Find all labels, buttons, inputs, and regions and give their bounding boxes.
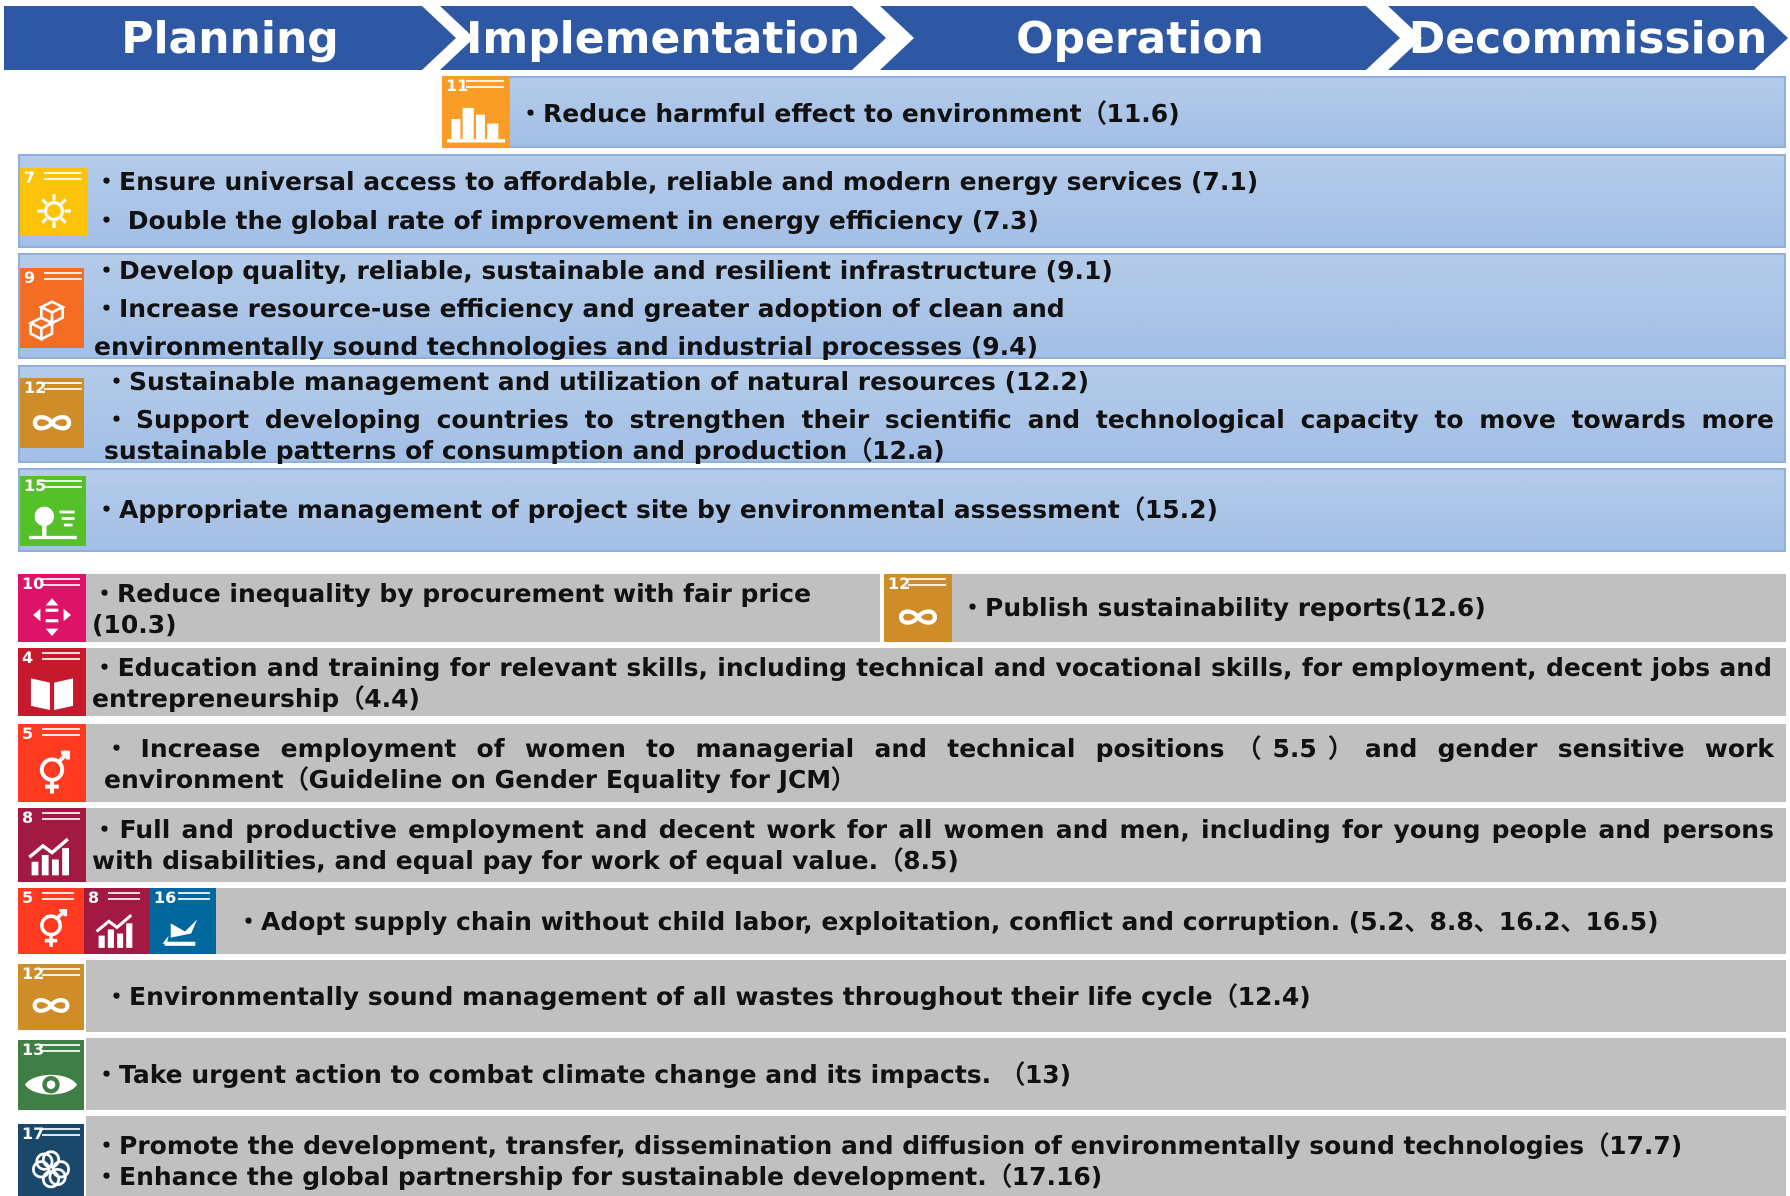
target-line: ・Take urgent action to combat climate ch… bbox=[94, 1060, 1072, 1089]
target-text-15: ・Appropriate management of project site … bbox=[94, 494, 1774, 525]
goal-number: 13 bbox=[22, 1040, 45, 1059]
goal-number: 8 bbox=[88, 888, 100, 907]
target-line: ・Education and training for relevant ski… bbox=[92, 653, 1772, 713]
target-text-10: ・Reduce inequality by procurement with f… bbox=[92, 578, 882, 640]
target-line: ・Reduce inequality by procurement with f… bbox=[92, 579, 812, 639]
target-line: ・Support developing countries to strengt… bbox=[104, 405, 1774, 465]
target-text-9: ・Develop quality, reliable, sustainable … bbox=[94, 255, 1774, 362]
goal-number: 12 bbox=[888, 574, 911, 593]
target-line: ・Appropriate management of project site … bbox=[94, 495, 1218, 524]
sdg12-icon: 12 bbox=[884, 574, 952, 642]
goal-number: 10 bbox=[22, 574, 45, 593]
goal-number: 16 bbox=[154, 888, 177, 907]
target-line: ・Full and productive employment and dece… bbox=[92, 815, 1774, 875]
sdg5-icon: 5 bbox=[18, 724, 86, 802]
sdg12-icon: 12 bbox=[18, 964, 84, 1030]
phase-implementation: Implementation bbox=[440, 6, 886, 70]
goal-number: 12 bbox=[22, 964, 45, 983]
sdg8-icon: 8 bbox=[84, 888, 150, 954]
goal-band-5 bbox=[86, 724, 1786, 802]
goal-number: 7 bbox=[24, 168, 36, 187]
target-line: ・Increase employment of women to manager… bbox=[104, 734, 1774, 794]
phase-label: Implementation bbox=[465, 12, 861, 64]
goal-band-17 bbox=[86, 1116, 1786, 1196]
sdg12-icon: 12 bbox=[20, 378, 84, 448]
sdg9-icon: 9 bbox=[20, 268, 84, 348]
target-text-8: ・Full and productive employment and dece… bbox=[92, 814, 1774, 876]
phase-planning: Planning bbox=[4, 6, 456, 70]
goal-band-11 bbox=[506, 76, 1786, 148]
sdg11-icon: 11 bbox=[442, 76, 510, 148]
target-line: ・Environmentally sound management of all… bbox=[104, 982, 1311, 1011]
target-line: ・Enhance the global partnership for sust… bbox=[94, 1162, 1103, 1191]
goal-band-12 bbox=[18, 365, 1786, 463]
target-line: ・Develop quality, reliable, sustainable … bbox=[94, 256, 1113, 285]
phase-label: Planning bbox=[121, 12, 339, 64]
sdg10-icon: 10 bbox=[18, 574, 86, 642]
target-text-supply-chain: ・Adopt supply chain without child labor,… bbox=[236, 906, 1776, 937]
target-line: ・Publish sustainability reports(12.6) bbox=[960, 593, 1486, 622]
target-line: environmentally sound technologies and i… bbox=[94, 332, 1038, 361]
sdg5-icon: 5 bbox=[18, 888, 84, 954]
sdg16-icon: 16 bbox=[150, 888, 216, 954]
goal-band-12-reports bbox=[950, 574, 1786, 642]
goal-band-7 bbox=[18, 154, 1786, 248]
sdg8-icon: 8 bbox=[18, 808, 86, 882]
goal-band-12-waste bbox=[86, 960, 1786, 1032]
goal-number: 12 bbox=[24, 378, 47, 397]
sdg17-icon: 17 bbox=[18, 1124, 84, 1196]
sdg7-icon: 7 bbox=[20, 168, 88, 236]
goal-number: 17 bbox=[22, 1124, 45, 1143]
target-text-12-reports: ・Publish sustainability reports(12.6) bbox=[960, 592, 1780, 623]
goal-number: 5 bbox=[22, 888, 34, 907]
goal-band-10 bbox=[86, 574, 880, 642]
target-text-4: ・Education and training for relevant ski… bbox=[92, 652, 1772, 714]
target-text-17: ・Promote the development, transfer, diss… bbox=[94, 1130, 1774, 1192]
target-line: ・Sustainable management and utilization … bbox=[104, 367, 1090, 396]
goal-number: 4 bbox=[22, 648, 34, 667]
sdg15-icon: 15 bbox=[20, 476, 86, 546]
target-line: ・Promote the development, transfer, diss… bbox=[94, 1131, 1683, 1160]
target-line: ・ Double the global rate of improvement … bbox=[94, 206, 1039, 235]
goal-number: 8 bbox=[22, 808, 34, 827]
goal-band-13 bbox=[86, 1038, 1786, 1110]
goal-number: 5 bbox=[22, 724, 34, 743]
target-line: ・Ensure universal access to affordable, … bbox=[94, 167, 1259, 196]
target-text-7: ・Ensure universal access to affordable, … bbox=[94, 166, 1774, 236]
goal-band-4 bbox=[86, 648, 1786, 716]
target-text-13: ・Take urgent action to combat climate ch… bbox=[94, 1059, 1774, 1090]
phase-label: Decommission bbox=[1408, 12, 1768, 64]
target-line: ・Increase resource-use efficiency and gr… bbox=[94, 294, 1065, 323]
phase-label: Operation bbox=[1016, 12, 1264, 64]
phase-decommission: Decommission bbox=[1388, 6, 1788, 70]
goal-band-15 bbox=[18, 468, 1786, 552]
goal-number: 9 bbox=[24, 268, 36, 287]
sdg13-icon: 13 bbox=[18, 1040, 84, 1110]
target-text-11: ・Reduce harmful effect to environment（11… bbox=[518, 98, 1768, 129]
target-line: ・Adopt supply chain without child labor,… bbox=[236, 907, 1659, 936]
goal-band-9 bbox=[18, 253, 1786, 359]
target-line: ・Reduce harmful effect to environment（11… bbox=[518, 99, 1180, 128]
goal-number: 11 bbox=[446, 76, 469, 95]
goal-band-5-8-16 bbox=[214, 888, 1786, 954]
goal-band-8 bbox=[86, 808, 1786, 882]
goal-number: 15 bbox=[24, 476, 47, 495]
sdg4-icon: 4 bbox=[18, 648, 86, 716]
target-text-12: ・Sustainable management and utilization … bbox=[104, 366, 1774, 466]
target-text-5: ・Increase employment of women to manager… bbox=[104, 733, 1774, 795]
target-text-12-waste: ・Environmentally sound management of all… bbox=[104, 981, 1774, 1012]
phase-operation: Operation bbox=[880, 6, 1400, 70]
